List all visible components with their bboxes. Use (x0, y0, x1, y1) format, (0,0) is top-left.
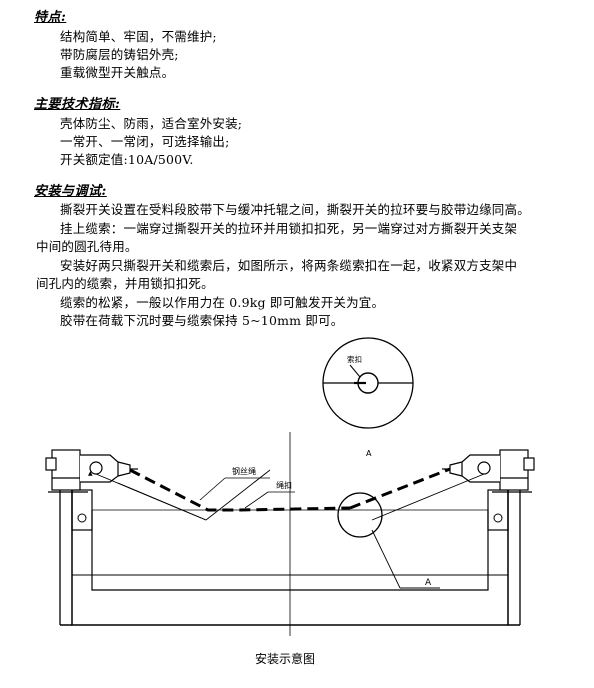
wire-rope-label: 钢丝绳 (232, 466, 256, 476)
right-bracket-hole (493, 513, 503, 523)
detail-label: 索扣 (347, 354, 362, 364)
right-tear-switch (442, 449, 535, 493)
install-para-3b: 间孔内的缆索，并用锁扣扣死。 (36, 276, 214, 291)
pointer-label: A (425, 578, 432, 588)
install-para-5: 胶带在荷载下沉时要与缆索保持 5~10mm 即可。 (60, 313, 344, 328)
frame-inner (91, 510, 489, 591)
detail-letter: A (366, 449, 372, 458)
install-para-2b: 中间的圆孔待用。 (36, 239, 138, 254)
install-heading: 安装与调试: (34, 184, 107, 199)
spec-line-3: 开关额定值:10A/500V. (60, 152, 194, 167)
right-bracket (487, 489, 509, 531)
detail-a-circle (337, 492, 383, 538)
diagram-caption: 安装示意图 (255, 652, 316, 666)
left-bracket (71, 489, 93, 531)
feature-line-3: 重载微型开关触点。 (60, 65, 175, 80)
spec-line-1: 壳体防尘、防雨，适合室外安装; (60, 116, 243, 131)
clasp-label: 绳扣 (276, 480, 292, 490)
specs-heading: 主要技术指标: (34, 97, 121, 112)
detail-leader-line (349, 364, 361, 378)
feature-line-2: 带防腐层的铸铝外壳; (60, 47, 179, 62)
left-cable (129, 468, 351, 512)
svg-text:▲: ▲ (88, 470, 93, 477)
left-bracket-hole (77, 513, 87, 523)
feature-line-1: 结构简单、牢固，不需维护; (60, 29, 217, 44)
conveyor-frame (59, 465, 521, 626)
left-tear-switch: ▲ (45, 449, 138, 493)
frame-outer (71, 490, 509, 626)
right-cable (349, 467, 451, 510)
detail-view: 索扣 A (322, 337, 414, 458)
install-para-4: 缆索的松紧，一般以作用力在 0.9kg 即可触发开关为宜。 (60, 295, 385, 310)
install-para-3a: 安装好两只撕裂开关和缆索后，如图所示，将两条缆索扣在一起，收紧双方支架中 (60, 258, 518, 273)
guide-lines (95, 469, 485, 521)
pointer-leader (371, 529, 401, 589)
install-para-1: 撕裂开关设置在受料段胶带下与缓冲托辊之间，撕裂开关的拉环要与胶带边缘同高。 (60, 202, 530, 217)
cables (129, 467, 451, 512)
spec-line-2: 一常开、一常闭，可选择输出; (60, 134, 230, 149)
features-heading: 特点: (34, 10, 67, 25)
install-para-2a: 挂上缆索：一端穿过撕裂开关的拉环并用锁扣扣死，另一端穿过对方撕裂开关支架 (60, 221, 518, 236)
